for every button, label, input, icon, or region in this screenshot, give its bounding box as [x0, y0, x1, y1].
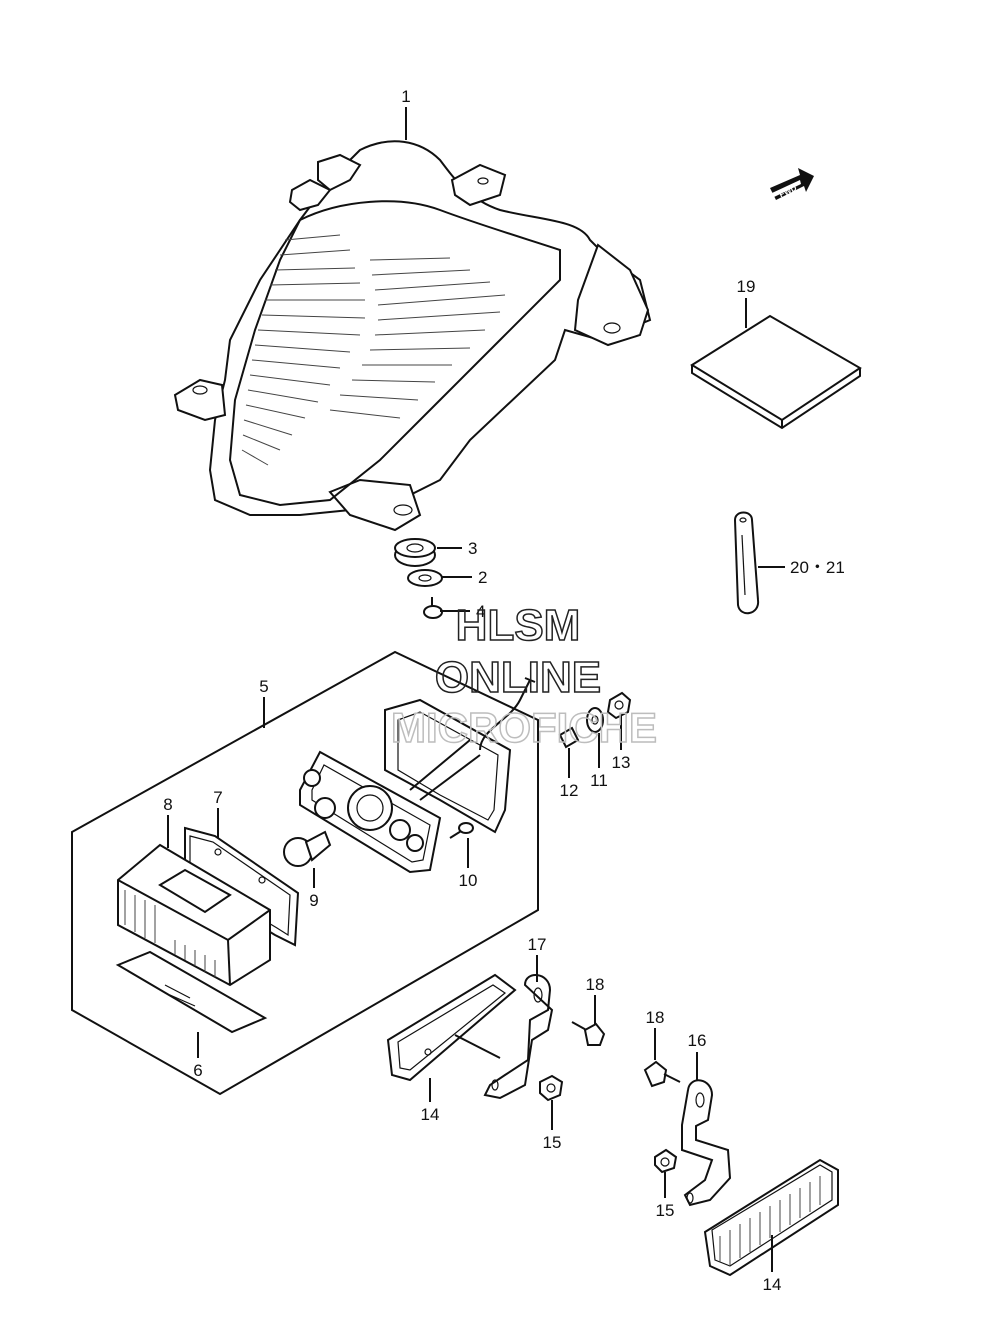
nut-15-b [654, 1148, 678, 1174]
screw-10 [449, 822, 474, 839]
callout-14-right: 14 [763, 1275, 782, 1294]
watermark: HLSM ONLINE MICROFICHE [390, 600, 658, 752]
lamp-socket [299, 739, 481, 874]
callout-8: 8 [163, 795, 172, 814]
watermark-line-1: HLSM [456, 601, 581, 650]
reflector-14-left [386, 973, 517, 1082]
callout-11: 11 [590, 771, 608, 790]
bolt-18-b [643, 1060, 681, 1088]
callout-4: 4 [476, 602, 485, 621]
callout-18-b: 18 [646, 1008, 665, 1027]
band-20-21 [733, 511, 760, 615]
washer-11 [586, 707, 604, 733]
nut-15-a [539, 1074, 564, 1102]
nut-12 [558, 726, 580, 749]
callout-17: 17 [528, 935, 547, 954]
grommet-3 [394, 538, 436, 567]
callout-20-21: 20・21 [790, 558, 845, 577]
callout-16: 16 [688, 1031, 707, 1050]
leader-lines [167, 107, 785, 1272]
callout-14-left: 14 [421, 1105, 440, 1124]
lens-8 [117, 843, 271, 987]
watermark-line-3: MICROFICHE [391, 704, 657, 751]
callout-19: 19 [737, 277, 756, 296]
socket-plate [384, 677, 536, 834]
bracket-16 [681, 1079, 732, 1207]
lens-hatching [241, 234, 506, 466]
watermark-line-2: ONLINE [435, 653, 601, 702]
plate-6 [115, 950, 268, 1034]
callout-labels: 1 2 3 4 5 6 7 8 9 10 11 12 13 14 14 15 1… [163, 87, 845, 1294]
callout-3: 3 [468, 539, 477, 558]
callout-18-a: 18 [586, 975, 605, 994]
callout-5: 5 [259, 677, 268, 696]
screw-4 [423, 597, 443, 619]
reflector-14-right [703, 1158, 839, 1277]
washer-2 [407, 569, 443, 587]
tail-light-housing [173, 140, 652, 532]
callout-12: 12 [560, 781, 579, 800]
nut-13 [606, 691, 632, 720]
fwd-arrow-icon [770, 168, 814, 200]
bulb-9 [283, 830, 332, 867]
assembly-box-5 [71, 650, 539, 1096]
callout-9: 9 [309, 891, 318, 910]
bolt-18-a [571, 1021, 606, 1046]
callout-15-left: 15 [543, 1133, 562, 1152]
bracket-17 [454, 974, 554, 1100]
callout-1: 1 [401, 87, 410, 106]
callout-13: 13 [612, 753, 631, 772]
callout-7: 7 [213, 788, 222, 807]
callout-10: 10 [459, 871, 478, 890]
pad-19 [690, 314, 862, 430]
callout-6: 6 [193, 1061, 202, 1080]
callout-2: 2 [478, 568, 487, 587]
callout-15-right: 15 [656, 1201, 675, 1220]
